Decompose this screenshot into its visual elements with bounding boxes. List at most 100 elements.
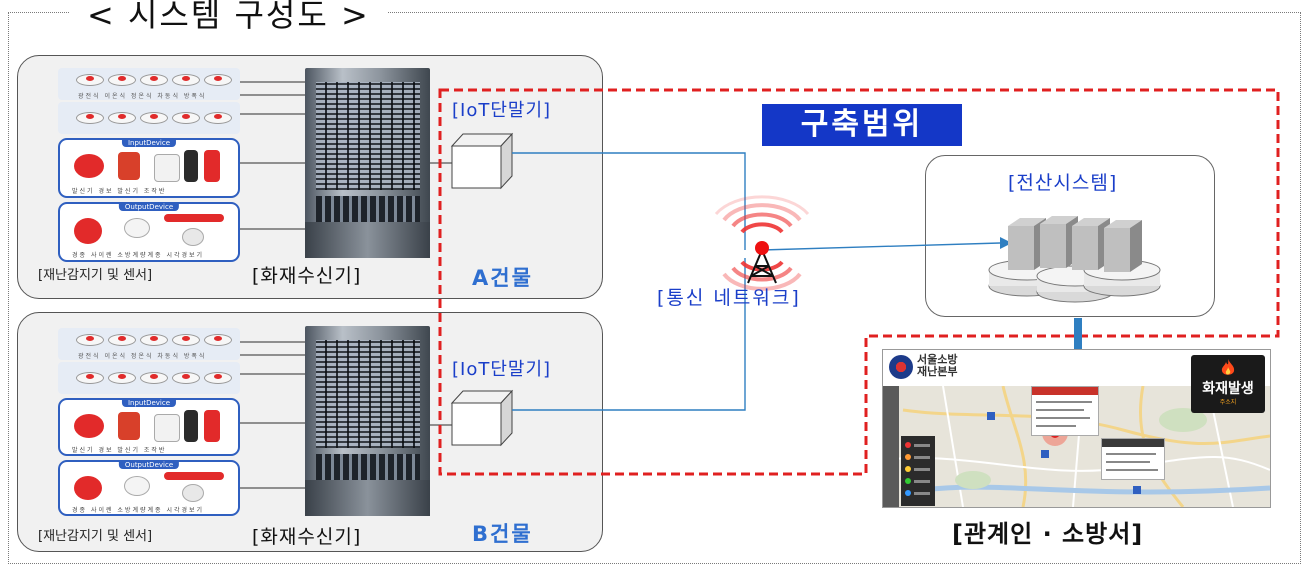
input-panel-title: InputDevice	[121, 139, 177, 147]
fire-bell-icon	[74, 218, 102, 244]
exit-sign-icon	[164, 214, 224, 222]
diagram-frame: < 시스템 구성도 >	[8, 0, 1301, 564]
output-captions: 경종 사이렌 소방계량계종 시각경보기	[72, 252, 205, 259]
alarm-box-icon	[118, 412, 140, 440]
smoke-detector-icon	[76, 112, 104, 124]
heat-detector-icon	[140, 74, 168, 86]
fire-icon	[1221, 359, 1235, 375]
heat-detector-icon	[172, 372, 200, 384]
building-a-receiver-label: [화재수신기]	[252, 265, 362, 287]
legend-bar	[914, 492, 930, 495]
building-pin-icon	[987, 412, 995, 420]
fire-alert-subtitle: 주소지	[1219, 399, 1237, 406]
fire-alert-box: 화재발생 주소지	[1191, 355, 1265, 413]
building-pin-icon	[1133, 486, 1141, 494]
smoke-detector-icon	[108, 112, 136, 124]
control-panel-icon	[184, 410, 198, 442]
popup-header	[1032, 387, 1098, 395]
detector-row	[58, 102, 240, 134]
siren-icon	[124, 476, 150, 496]
explosion-proof-detector-icon	[204, 372, 232, 384]
visual-alarm-icon	[182, 228, 204, 246]
map-connector	[1074, 318, 1082, 349]
building-b-devices: 광전식 이온식 정온식 차동식 방폭식 InputDevice 발신기 경보 발…	[58, 328, 240, 533]
legend-bar	[914, 468, 930, 471]
detector-captions: 광전식 이온식 정온식 차동식 방폭식	[78, 93, 207, 100]
fire-alert-title: 화재발생	[1202, 381, 1254, 397]
legend-dot	[905, 478, 911, 484]
control-panel-icon	[184, 150, 198, 182]
popup-line	[1036, 417, 1090, 419]
detector-row	[58, 362, 240, 394]
map-info-popup	[1101, 438, 1165, 480]
link-arrowhead	[1000, 237, 1012, 249]
office-label: [관계인 · 소방서]	[952, 520, 1144, 548]
popup-line	[1106, 453, 1156, 455]
building-a-device-wires	[240, 81, 305, 230]
building-b-name: B건물	[472, 522, 533, 546]
popup-line	[1036, 425, 1076, 427]
cabinet-base	[305, 480, 430, 516]
heat-detector-icon	[172, 112, 200, 124]
building-b-iot-label: [IoT단말기]	[452, 359, 552, 380]
detector-row: 광전식 이온식 정온식 차동식 방폭식	[58, 328, 240, 360]
scope-label: 구축범위	[762, 104, 962, 146]
control-panel-icon	[204, 150, 220, 182]
radio-tower-icon	[747, 249, 777, 284]
map-info-popup	[1031, 386, 1099, 436]
building-pin-icon	[1041, 450, 1049, 458]
detector-row: 광전식 이온식 정온식 차동식 방폭식	[58, 68, 240, 100]
smoke-detector-icon	[76, 334, 104, 346]
building-b-iot-device-icon	[450, 389, 514, 447]
manual-call-point-icon	[74, 414, 104, 438]
building-a-name: A건물	[472, 266, 533, 290]
explosion-proof-detector-icon	[204, 334, 232, 346]
popup-header	[1102, 439, 1164, 447]
input-panel-title: InputDevice	[121, 399, 177, 407]
network-label: [통신 네트워크]	[657, 287, 801, 309]
legend-bar	[914, 444, 930, 447]
output-device-panel: OutputDevice 경종 사이렌 소방계량계종 시각경보기	[58, 202, 240, 262]
input-device-panel: InputDevice 발신기 경보 발신기 조작반	[58, 398, 240, 456]
detector-captions: 광전식 이온식 정온식 차동식 방폭식	[78, 353, 207, 360]
output-device-panel: OutputDevice 경종 사이렌 소방계량계종 시각경보기	[58, 460, 240, 516]
building-a-iot-label: [IoT단말기]	[452, 100, 552, 121]
exit-sign-icon	[164, 472, 224, 480]
building-a-devices: 광전식 이온식 정온식 차동식 방폭식 InputDevice 발신기 경보 발…	[58, 68, 240, 273]
cabinet-base	[305, 222, 430, 258]
heat-detector-icon	[140, 372, 168, 384]
diagram-title: < 시스템 구성도 >	[69, 0, 388, 37]
input-captions: 발신기 경보 발신기 조작반	[72, 447, 167, 454]
explosion-proof-detector-icon	[204, 112, 232, 124]
popup-line	[1036, 401, 1092, 403]
explosion-proof-detector-icon	[204, 74, 232, 86]
signal-waves-icon	[714, 195, 810, 291]
visual-alarm-icon	[182, 484, 204, 502]
map-logo-text: 서울소방 재난본부	[917, 353, 958, 378]
legend-dot	[905, 466, 911, 472]
building-a-fire-receiver-cabinet	[305, 68, 430, 258]
smoke-detector-icon	[108, 334, 136, 346]
legend-bar	[914, 456, 930, 459]
fire-dept-logo-icon	[889, 355, 913, 379]
popup-line	[1106, 469, 1158, 471]
popup-line	[1036, 409, 1084, 411]
smoke-detector-icon	[108, 74, 136, 86]
server-icon	[1008, 216, 1142, 272]
cabinet-indicator-grid	[316, 82, 420, 190]
computing-system-label: [전산시스템]	[1008, 172, 1118, 194]
transmitter-icon	[154, 154, 180, 182]
heat-detector-icon	[172, 74, 200, 86]
map-legend	[901, 436, 935, 506]
heat-detector-icon	[140, 334, 168, 346]
input-captions: 발신기 경보 발신기 조작반	[72, 188, 167, 195]
cabinet-indicator-grid	[316, 340, 420, 448]
building-b-device-wires	[240, 341, 305, 489]
input-device-panel: InputDevice 발신기 경보 발신기 조작반	[58, 138, 240, 198]
siren-icon	[124, 218, 150, 238]
output-captions: 경종 사이렌 소방계량계종 시각경보기	[72, 507, 205, 514]
smoke-detector-icon	[108, 372, 136, 384]
building-b-detectors-caption: [재난감지기 및 센서]	[38, 529, 153, 544]
smoke-detector-icon	[76, 74, 104, 86]
